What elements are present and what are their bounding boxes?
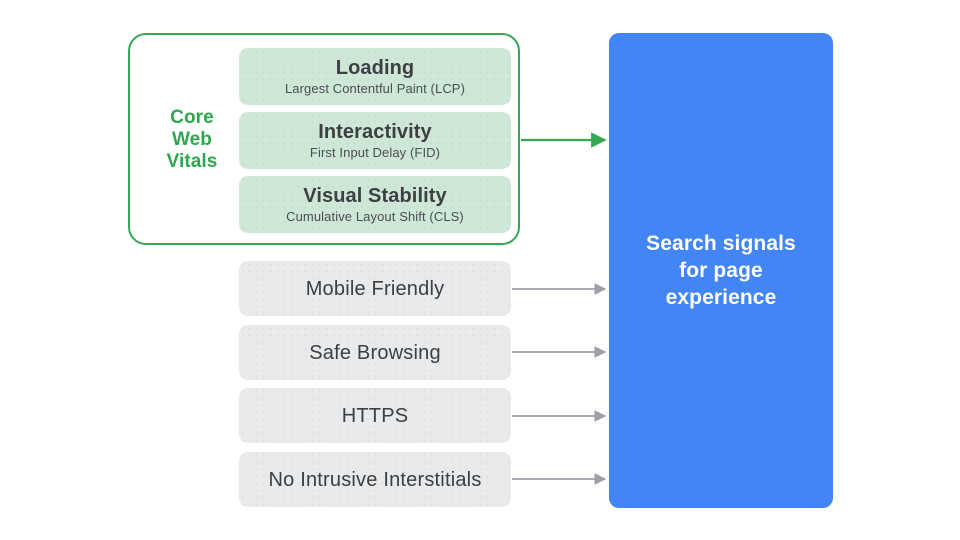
signal-label: Mobile Friendly bbox=[305, 277, 445, 300]
metric-title: Loading bbox=[335, 57, 415, 79]
signal-label: No Intrusive Interstitials bbox=[268, 468, 482, 491]
metric-subtitle: Largest Contentful Paint (LCP) bbox=[284, 81, 466, 96]
search-signals-line-1: Search signals bbox=[646, 232, 796, 255]
metric-subtitle: Cumulative Layout Shift (CLS) bbox=[286, 209, 464, 224]
signal-card-mobile-friendly[interactable]: Mobile Friendly bbox=[239, 261, 511, 316]
metric-title: Interactivity bbox=[318, 121, 432, 143]
search-signals-line-2: for page bbox=[679, 259, 763, 282]
signal-card-safe-browsing[interactable]: Safe Browsing bbox=[239, 325, 511, 380]
metric-card-visual-stability[interactable]: Visual Stability Cumulative Layout Shift… bbox=[239, 176, 511, 233]
metric-subtitle: First Input Delay (FID) bbox=[309, 145, 441, 160]
signal-label: Safe Browsing bbox=[309, 341, 441, 364]
signal-card-https[interactable]: HTTPS bbox=[239, 388, 511, 443]
core-web-vitals-label-line-3: Vitals bbox=[166, 151, 218, 172]
metric-card-interactivity[interactable]: Interactivity First Input Delay (FID) bbox=[239, 112, 511, 169]
search-signals-panel-label: Search signals for page experience bbox=[632, 230, 810, 311]
core-web-vitals-label-line-1: Core bbox=[170, 107, 214, 128]
metric-title: Visual Stability bbox=[303, 185, 447, 207]
metric-card-loading[interactable]: Loading Largest Contentful Paint (LCP) bbox=[239, 48, 511, 105]
core-web-vitals-group-label: Core Web Vitals bbox=[150, 107, 234, 173]
core-web-vitals-group bbox=[128, 33, 520, 245]
signal-card-no-intrusive-interstitials[interactable]: No Intrusive Interstitials bbox=[239, 452, 511, 507]
search-signals-panel[interactable]: Search signals for page experience bbox=[609, 33, 833, 508]
search-signals-line-3: experience bbox=[665, 286, 777, 309]
signal-label: HTTPS bbox=[341, 404, 409, 427]
core-web-vitals-label-line-2: Web bbox=[171, 129, 213, 150]
